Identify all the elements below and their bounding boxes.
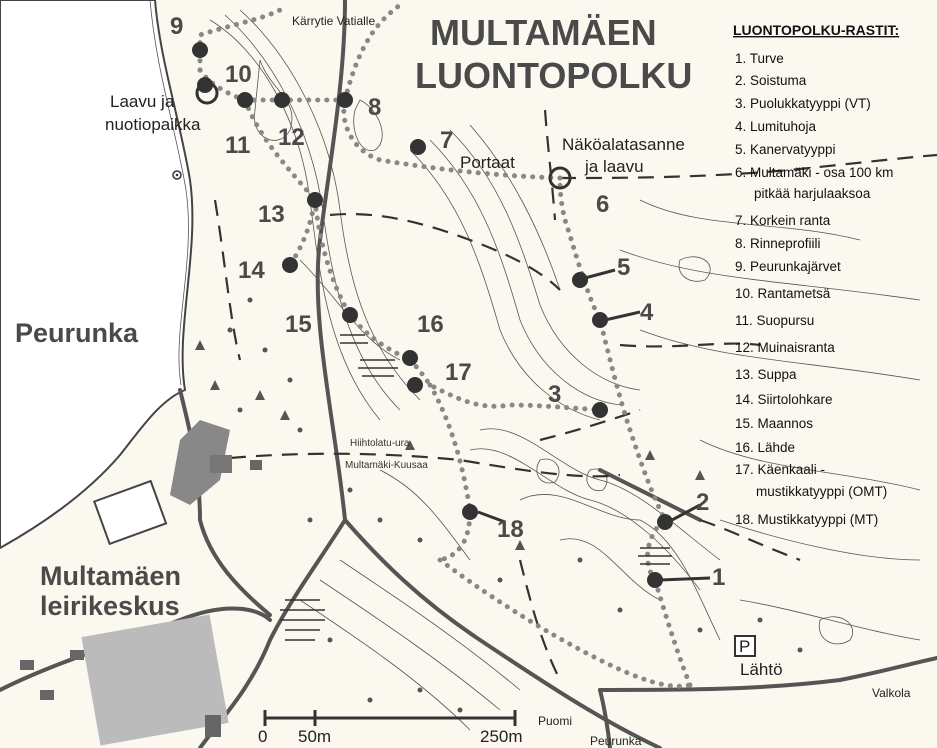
- station-number-7: 7: [440, 127, 453, 154]
- station-number-2: 2: [696, 489, 709, 516]
- legend-item: pitkää harjulaaksoa: [754, 186, 871, 201]
- legend-item: 4. Lumituhoja: [735, 119, 817, 134]
- place-nakoala-2: ja laavu: [584, 157, 644, 176]
- station-marker-9: [192, 42, 208, 58]
- legend-item: 5. Kanervatyyppi: [735, 142, 836, 157]
- station-number-17: 17: [445, 359, 472, 386]
- place-nakoala-1: Näköalatasanne: [562, 135, 685, 154]
- station-number-10: 10: [225, 61, 252, 88]
- station-number-9: 9: [170, 13, 183, 40]
- place-leirikeskus-1: Multamäen: [40, 561, 181, 591]
- station-marker-16: [402, 350, 418, 366]
- nature-trail: [197, 2, 693, 689]
- legend-item: 8. Rinneprofiili: [735, 236, 821, 251]
- station-marker-14: [282, 257, 298, 273]
- station-number-15: 15: [285, 311, 312, 338]
- legend-item: 12. Muinaisranta: [735, 340, 835, 355]
- legend-item: 3. Puolukkatyyppi (VT): [735, 96, 871, 111]
- legend-item: mustikkatyyppi (OMT): [756, 484, 887, 499]
- station-marker-11: [197, 77, 213, 93]
- scale-label-zero: 0: [258, 727, 267, 746]
- marshes: [280, 334, 672, 641]
- vegetation-symbols: [195, 297, 803, 713]
- station-marker-10: [237, 92, 253, 108]
- station-marker-5: [572, 272, 588, 288]
- station-marker-13: [307, 192, 323, 208]
- legend-item: 6. Multamäki - osa 100 km: [735, 165, 893, 180]
- place-laavu-2: nuotiopaikka: [105, 115, 201, 134]
- place-leirikeskus-2: leirikeskus: [40, 591, 180, 621]
- station-number-1: 1: [712, 564, 725, 591]
- place-puomi: Puomi: [538, 714, 572, 728]
- legend-item: 1. Turve: [735, 51, 784, 66]
- scale-label-end: 250m: [480, 727, 523, 746]
- station-number-8: 8: [368, 94, 381, 121]
- station-number-6: 6: [596, 191, 609, 218]
- station-number-3: 3: [548, 381, 561, 408]
- buildings: [20, 420, 262, 746]
- ski-track: [213, 109, 937, 681]
- station-marker-3: [592, 402, 608, 418]
- station-marker-15: [342, 307, 358, 323]
- lake-peurunka: [0, 0, 194, 550]
- title-line-2: LUONTOPOLKU: [415, 55, 692, 96]
- place-laavu-1: Laavu ja: [110, 92, 175, 111]
- legend-item: 9. Peurunkajärvet: [735, 259, 841, 274]
- station-number-18: 18: [497, 516, 524, 543]
- station-marker-1: [647, 572, 663, 588]
- legend-heading: LUONTOPOLKU-RASTIT:: [733, 22, 899, 38]
- viewpoint-symbol: [548, 166, 572, 190]
- station-markers: [172, 42, 711, 588]
- legend-item: 10. Rantametsä: [735, 286, 831, 301]
- legend-item: 16. Lähde: [735, 440, 795, 455]
- station-marker-18: [462, 504, 478, 520]
- parking-label: P: [739, 637, 750, 656]
- station-number-13: 13: [258, 201, 285, 228]
- legend-item: 13. Suppa: [735, 367, 797, 382]
- scale-bar: [263, 710, 517, 726]
- station-number-5: 5: [617, 254, 630, 281]
- station-marker-17: [407, 377, 423, 393]
- station-marker-4: [592, 312, 608, 328]
- laavu-symbol: [195, 81, 219, 105]
- place-portaat: Portaat: [460, 153, 515, 172]
- contour-lines: [209, 9, 921, 731]
- station-marker-2: [657, 514, 673, 530]
- parking-box: [734, 635, 756, 657]
- legend: LUONTOPOLKU-RASTIT: 1. Turve 2. Soistuma…: [733, 22, 899, 527]
- legend-item: 11. Suopursu: [735, 313, 814, 328]
- station-marker-8: [337, 92, 353, 108]
- legend-item: 7. Korkein ranta: [735, 213, 831, 228]
- station-number-14: 14: [238, 257, 265, 284]
- station-number-11: 11: [225, 132, 250, 159]
- legend-item: 2. Soistuma: [735, 73, 807, 88]
- title-line-1: MULTAMÄEN: [430, 12, 657, 53]
- legend-item: 14. Siirtolohkare: [735, 392, 833, 407]
- scale-label-mid: 50m: [298, 727, 331, 746]
- station-marker-7: [410, 139, 426, 155]
- place-valkola: Valkola: [872, 686, 911, 700]
- place-peurunka-road: Peurunka: [590, 734, 642, 748]
- station-number-4: 4: [640, 299, 654, 326]
- legend-item: 17. Käenkaali -: [735, 462, 825, 477]
- legend-item: 18. Mustikkatyyppi (MT): [735, 512, 878, 527]
- legend-item: 15. Maannos: [735, 416, 813, 431]
- station-number-16: 16: [417, 311, 444, 338]
- place-hiihtolatu: Hiihtolatu-ura: [350, 438, 410, 449]
- place-karrytie: Kärrytie Vatialle: [292, 14, 375, 28]
- place-multamaki-kuusaa: Multamäki-Kuusaa: [345, 460, 428, 471]
- station-marker-12: [274, 92, 290, 108]
- place-peurunka: Peurunka: [15, 318, 139, 348]
- station-number-12: 12: [278, 124, 305, 151]
- place-lahto: Lähtö: [740, 660, 783, 679]
